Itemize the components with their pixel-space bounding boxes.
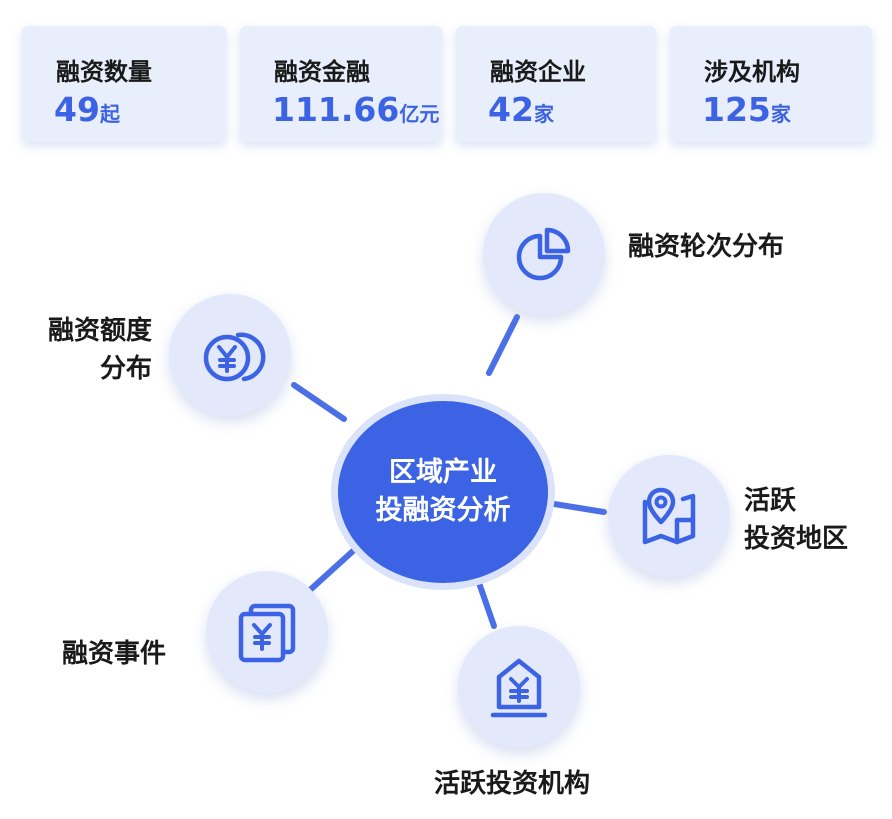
stat-card-institutions: 涉及机构 125家 xyxy=(670,26,872,142)
link-financing-events xyxy=(307,548,356,593)
label-line: 投资地区 xyxy=(744,524,849,554)
stat-value: 42家 xyxy=(488,90,554,129)
stat-unit: 家 xyxy=(533,102,554,126)
stat-number: 42 xyxy=(488,90,534,129)
label-amount-distribution: 融资额度 分布 xyxy=(30,312,152,388)
stat-number: 125 xyxy=(702,90,771,129)
label-active-institutions: 活跃投资机构 xyxy=(434,769,591,799)
pie-chart-icon xyxy=(516,227,571,281)
link-active-institutions xyxy=(475,577,497,629)
stat-value: 125家 xyxy=(702,90,791,129)
center-hub: 区域产业 投融资分析 xyxy=(331,394,555,590)
node-round-distribution xyxy=(483,193,605,315)
label-active-regions: 活跃 投资地区 xyxy=(744,482,848,558)
stat-unit: 家 xyxy=(770,102,791,126)
yen-document-icon xyxy=(238,603,296,663)
label-round-distribution: 融资轮次分布 xyxy=(628,232,785,262)
stat-card-count: 融资数量 49起 xyxy=(22,26,226,142)
label-line: 融资额度 xyxy=(47,316,152,346)
node-active-institutions xyxy=(458,626,580,748)
hub-title-line2: 投融资分析 xyxy=(375,495,511,526)
link-amount-distribution xyxy=(291,382,347,422)
stat-number: 49 xyxy=(54,90,100,129)
node-active-regions xyxy=(608,455,730,577)
map-pin-icon xyxy=(642,487,696,545)
label-line: 分布 xyxy=(99,354,152,384)
stat-label: 融资企业 xyxy=(490,58,586,86)
yen-building-icon xyxy=(490,658,548,718)
label-line: 活跃 xyxy=(744,486,797,516)
stat-number: 111.66 xyxy=(272,90,400,129)
node-financing-events xyxy=(206,571,328,693)
stat-label: 融资金融 xyxy=(274,58,370,86)
link-round-distribution xyxy=(486,314,520,376)
yen-coin-icon xyxy=(203,332,266,382)
stat-label: 融资数量 xyxy=(56,58,152,86)
stat-value: 111.66亿元 xyxy=(272,90,439,129)
stat-card-companies: 融资企业 42家 xyxy=(456,26,656,142)
stat-unit: 亿元 xyxy=(399,102,440,126)
stat-label: 涉及机构 xyxy=(704,58,800,86)
stat-value: 49起 xyxy=(54,90,120,129)
stat-unit: 起 xyxy=(99,102,120,126)
node-amount-distribution xyxy=(169,294,291,416)
stat-card-amount: 融资金融 111.66亿元 xyxy=(240,26,442,142)
hub-title-line1: 区域产业 xyxy=(389,457,497,488)
label-financing-events: 融资事件 xyxy=(62,639,167,669)
link-active-regions xyxy=(545,500,607,515)
